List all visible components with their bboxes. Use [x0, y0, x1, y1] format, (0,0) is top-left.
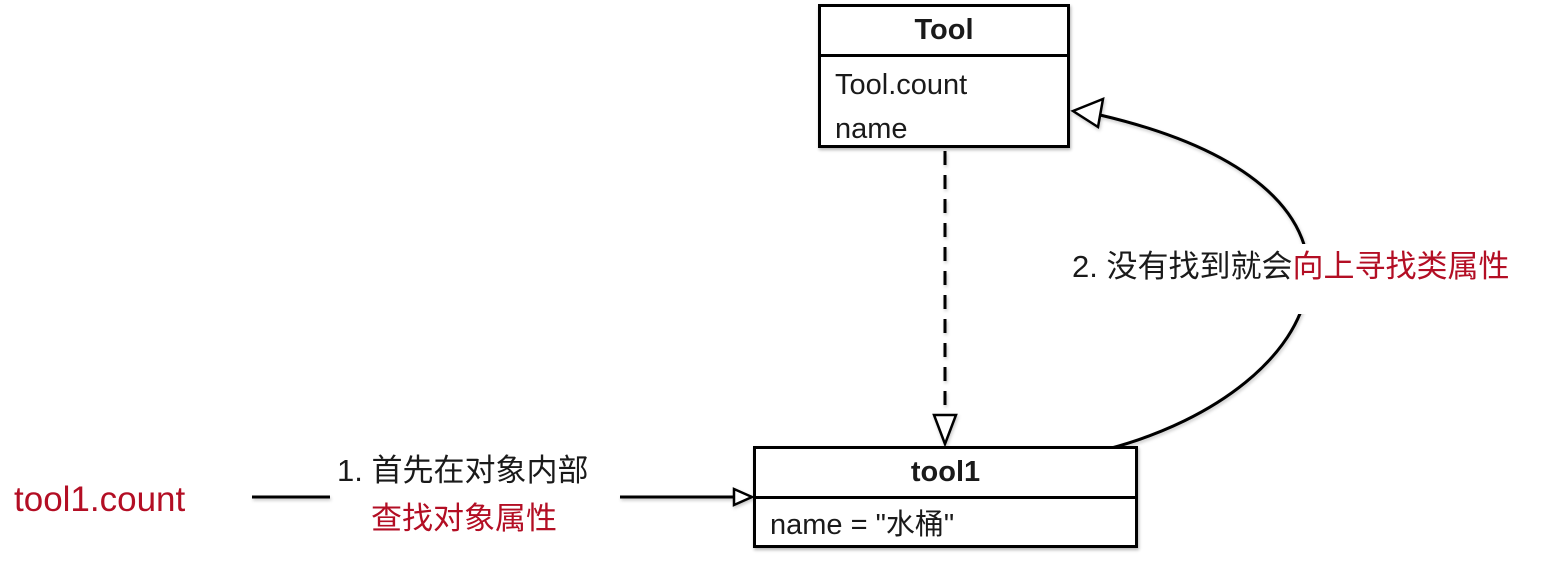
- instance-attribute-name: name = "水桶": [770, 509, 955, 541]
- instance-box-title: tool1: [756, 449, 1135, 499]
- step2-annotation: 2. 没有找到就会向上寻找类属性: [1064, 244, 1518, 314]
- instance-box-tool1: tool1 name = "水桶": [753, 446, 1138, 548]
- step1-annotation: 1. 首先在对象内部 查找对象属性: [337, 454, 588, 535]
- class-box-title: Tool: [821, 7, 1067, 57]
- class-attribute-count: Tool.count: [835, 68, 968, 101]
- step2-black-part: 2. 没有找到就会: [1072, 249, 1293, 284]
- dashed-arrowhead-icon: [932, 413, 958, 448]
- class-box-tool: Tool Tool.count name: [818, 4, 1070, 148]
- class-lookup-arrowhead-icon: [1070, 97, 1105, 130]
- expression-label: tool1.count: [14, 480, 186, 519]
- instance-box-body: name = "水桶": [756, 499, 1135, 545]
- step2-red-part: 向上寻找类属性: [1292, 249, 1510, 284]
- step1-line1: 1. 首先在对象内部: [337, 453, 589, 488]
- class-box-body: Tool.count name: [821, 57, 1067, 151]
- class-attribute-name: name: [835, 112, 908, 145]
- lookup-arrowhead-icon: [732, 487, 756, 507]
- step1-line2: 查找对象属性: [371, 501, 557, 536]
